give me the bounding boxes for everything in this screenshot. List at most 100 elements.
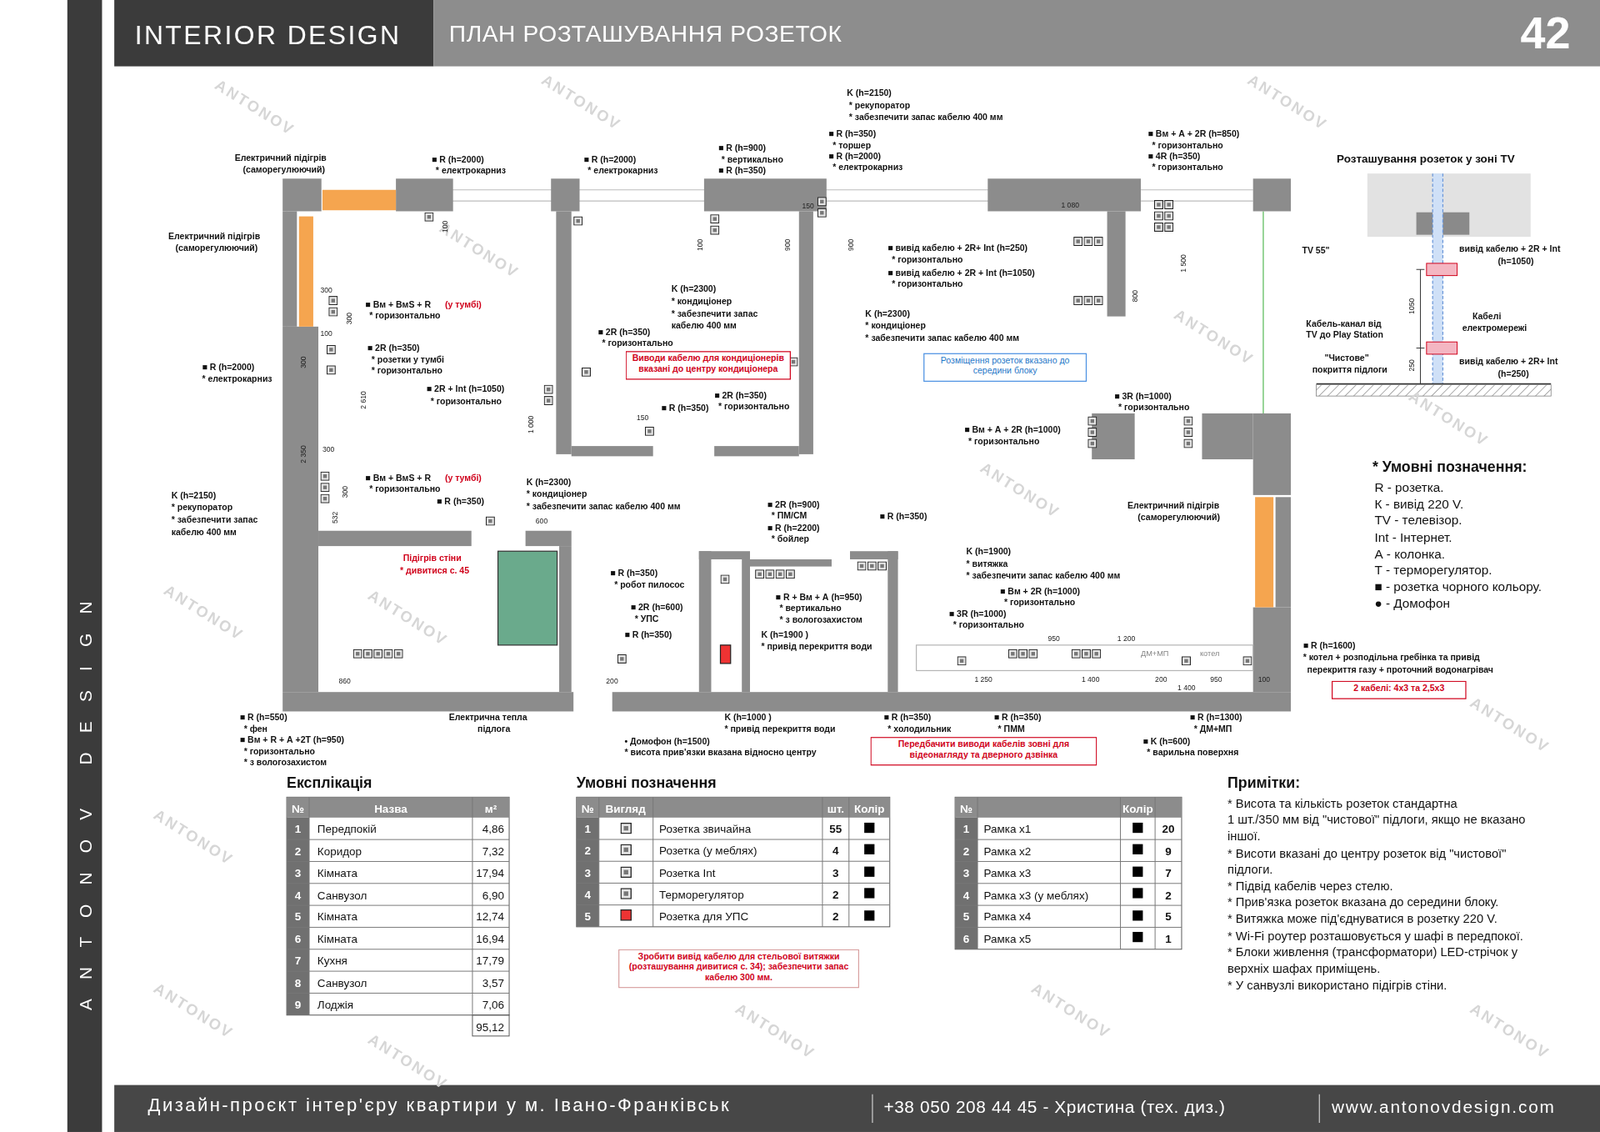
watermark: ANTONOV	[150, 805, 237, 868]
socket-annotation: ■ 2R (h=900)	[767, 500, 820, 510]
table-header: м²	[485, 801, 497, 815]
socket-annotation: ■ Вм + 2R (h=1000)	[1000, 586, 1080, 597]
socket-annotation: ■ R (h=1600)	[1303, 640, 1356, 651]
row-number: 4	[585, 888, 592, 901]
socket-annotation: * торшер	[832, 140, 871, 151]
note-line: іншої.	[1227, 830, 1261, 845]
table-cell: Рамка х5	[983, 932, 1031, 945]
note-box: 2 кабелі: 4х3 та 2,5х3	[1331, 680, 1467, 700]
watermark: ANTONOV	[365, 1030, 451, 1093]
watermark: ANTONOV	[1467, 693, 1554, 756]
socket-annotation: * забезпечити запас кабелю 400 мм	[849, 113, 1004, 124]
socket-annotation: ■ R (h=2200)	[767, 523, 820, 534]
socket-annotation: * горизонтально	[1151, 163, 1223, 174]
socket-annotation: K (h=2300)	[671, 285, 717, 295]
section-title: Експлікація	[286, 774, 372, 791]
socket-annotation: * робот пилосос	[614, 580, 685, 591]
legend-line: R - розетка.	[1374, 480, 1444, 496]
socket-annotation: ■ R + Вм + А (h=950)	[775, 592, 863, 603]
table-cell: Лоджія	[317, 998, 354, 1011]
legend-line: ● - Домофон	[1374, 596, 1450, 612]
socket-annotation: K (h=2150)	[171, 490, 217, 501]
note-line: * Прив'язка розеток вказана до середини …	[1227, 895, 1499, 910]
note-line: * У санвузлі використано підігрів стіни.	[1227, 979, 1447, 994]
table-header: №	[291, 801, 305, 815]
socket-annotation: * привід перекриття води	[724, 724, 835, 735]
footer-text: www.antonovdesign.com	[1331, 1098, 1556, 1116]
note-line: 1 шт./350 мм від "чистової" підлоги, якщ…	[1227, 813, 1525, 828]
socket-annotation: * котел + розподільна гребінка та привід	[1303, 653, 1480, 664]
note-text: Виводи кабелю для кондиціонерів вказані …	[630, 354, 786, 375]
socket-annotation: * рекупоратор	[849, 100, 910, 111]
socket-annotation: ■ Вм + ВмS + R	[365, 300, 431, 310]
socket-annotation: ■ R (h=1300)	[1190, 713, 1243, 724]
socket-annotation: Електричний підігрів	[1127, 500, 1220, 511]
socket-annotation: ■ R (h=350)	[880, 512, 928, 523]
socket-annotation: * горизонтально	[1151, 140, 1223, 151]
dimension: 1 200	[1117, 635, 1135, 643]
footer-text: Дизайн-проєкт інтер'єру квартири у м. Ів…	[148, 1095, 732, 1115]
socket-annotation: * горизонтально	[1004, 598, 1075, 609]
socket-annotation: ■ 2R (h=350)	[367, 344, 420, 355]
socket-annotation: * горизонтально	[718, 401, 790, 412]
socket-annotation: перекриття газу + проточний водонагрівач	[1307, 665, 1494, 675]
table-header: Назва	[374, 801, 408, 815]
red-note: (у тумбі)	[445, 473, 482, 484]
dimension: 100	[441, 220, 450, 233]
table-cell: Санвузол	[317, 888, 367, 901]
dimension: 300	[341, 485, 350, 498]
socket-annotation: ■ 2R (h=350)	[598, 327, 651, 338]
note-line: * Витяжка може під'єднуватися в розетку …	[1227, 912, 1498, 927]
section-title: Розташування розеток у зоні TV	[1336, 151, 1515, 165]
dimension: 1 500	[1180, 254, 1188, 272]
socket-annotation: ■ R (h=2000)	[431, 155, 485, 165]
row-number: 5	[295, 910, 302, 923]
dimension: 150	[636, 414, 649, 422]
socket-annotation: * забезпечити запас	[671, 309, 759, 320]
section-title: * Умовні позначення:	[1372, 458, 1527, 475]
socket-annotation: * забезпечити запас	[171, 515, 259, 525]
table-cell: 7	[1165, 866, 1172, 880]
socket-annotation: ■ 3R (h=1000)	[1114, 391, 1172, 402]
table-cell: 2	[832, 888, 840, 901]
footer-text: +38 050 208 44 45 - Христина (тех. диз.)	[883, 1098, 1225, 1116]
socket-annotation: * фен	[244, 724, 268, 735]
note-text: Розміщення розеток вказано до середини б…	[928, 355, 1082, 376]
socket-annotation: * розетки у тумбі	[371, 355, 445, 365]
socket-annotation: * горизонтально	[601, 339, 673, 350]
page-number: 42	[1520, 10, 1570, 55]
socket-annotation: вивід кабелю + 2R + Int	[1459, 245, 1560, 255]
socket-annotation: * горизонтально	[371, 366, 443, 377]
legend-line: А - колонка.	[1374, 546, 1445, 562]
table-cell: 55	[829, 822, 842, 835]
socket-annotation: * горизонтально	[430, 396, 502, 407]
dimension: 2 350	[299, 445, 307, 463]
table-cell: Розетка для УПС	[659, 910, 749, 923]
socket-annotation: K (h=1000 )	[724, 713, 771, 724]
socket-annotation: * з вологозахистом	[244, 758, 327, 769]
note-box: Виводи кабелю для кондиціонерів вказані …	[625, 350, 791, 380]
socket-annotation: K (h=2300)	[526, 477, 572, 488]
dimension: 300	[345, 312, 353, 325]
socket-annotation: * кондиціонер	[671, 296, 733, 307]
table-cell: 3	[832, 865, 840, 879]
table-cell: Рамка х1	[983, 822, 1031, 835]
table-cell: Рамка х3	[983, 866, 1031, 880]
row-number: 3	[295, 866, 302, 880]
table-cell: 5	[1165, 910, 1172, 923]
socket-annotation: ■ R (h=350)	[610, 568, 658, 579]
dimension: 1 400	[1177, 683, 1195, 691]
socket-annotation: * горизонтально	[1118, 403, 1190, 414]
socket-annotation: підлога	[477, 724, 510, 735]
socket-annotation: ■ R (h=2000)	[201, 363, 255, 374]
socket-annotation: ■ R (h=2000)	[828, 151, 881, 162]
note-text: Зробити вивід кабелю для стельової витяж…	[623, 951, 855, 982]
socket-annotation: ■ Вм + R + А +2Т (h=950)	[240, 735, 345, 746]
note-box: Зробити вивід кабелю для стельової витяж…	[618, 949, 860, 989]
socket-annotation: ■ R (h=350)	[994, 713, 1042, 724]
socket-annotation: * з вологозахистом	[780, 615, 863, 625]
dimension: 950	[1210, 675, 1222, 684]
table-cell: Рамка х3 (у меблях)	[983, 888, 1089, 901]
note-box: Передбачити виводи кабелів зовні для від…	[870, 736, 1097, 765]
